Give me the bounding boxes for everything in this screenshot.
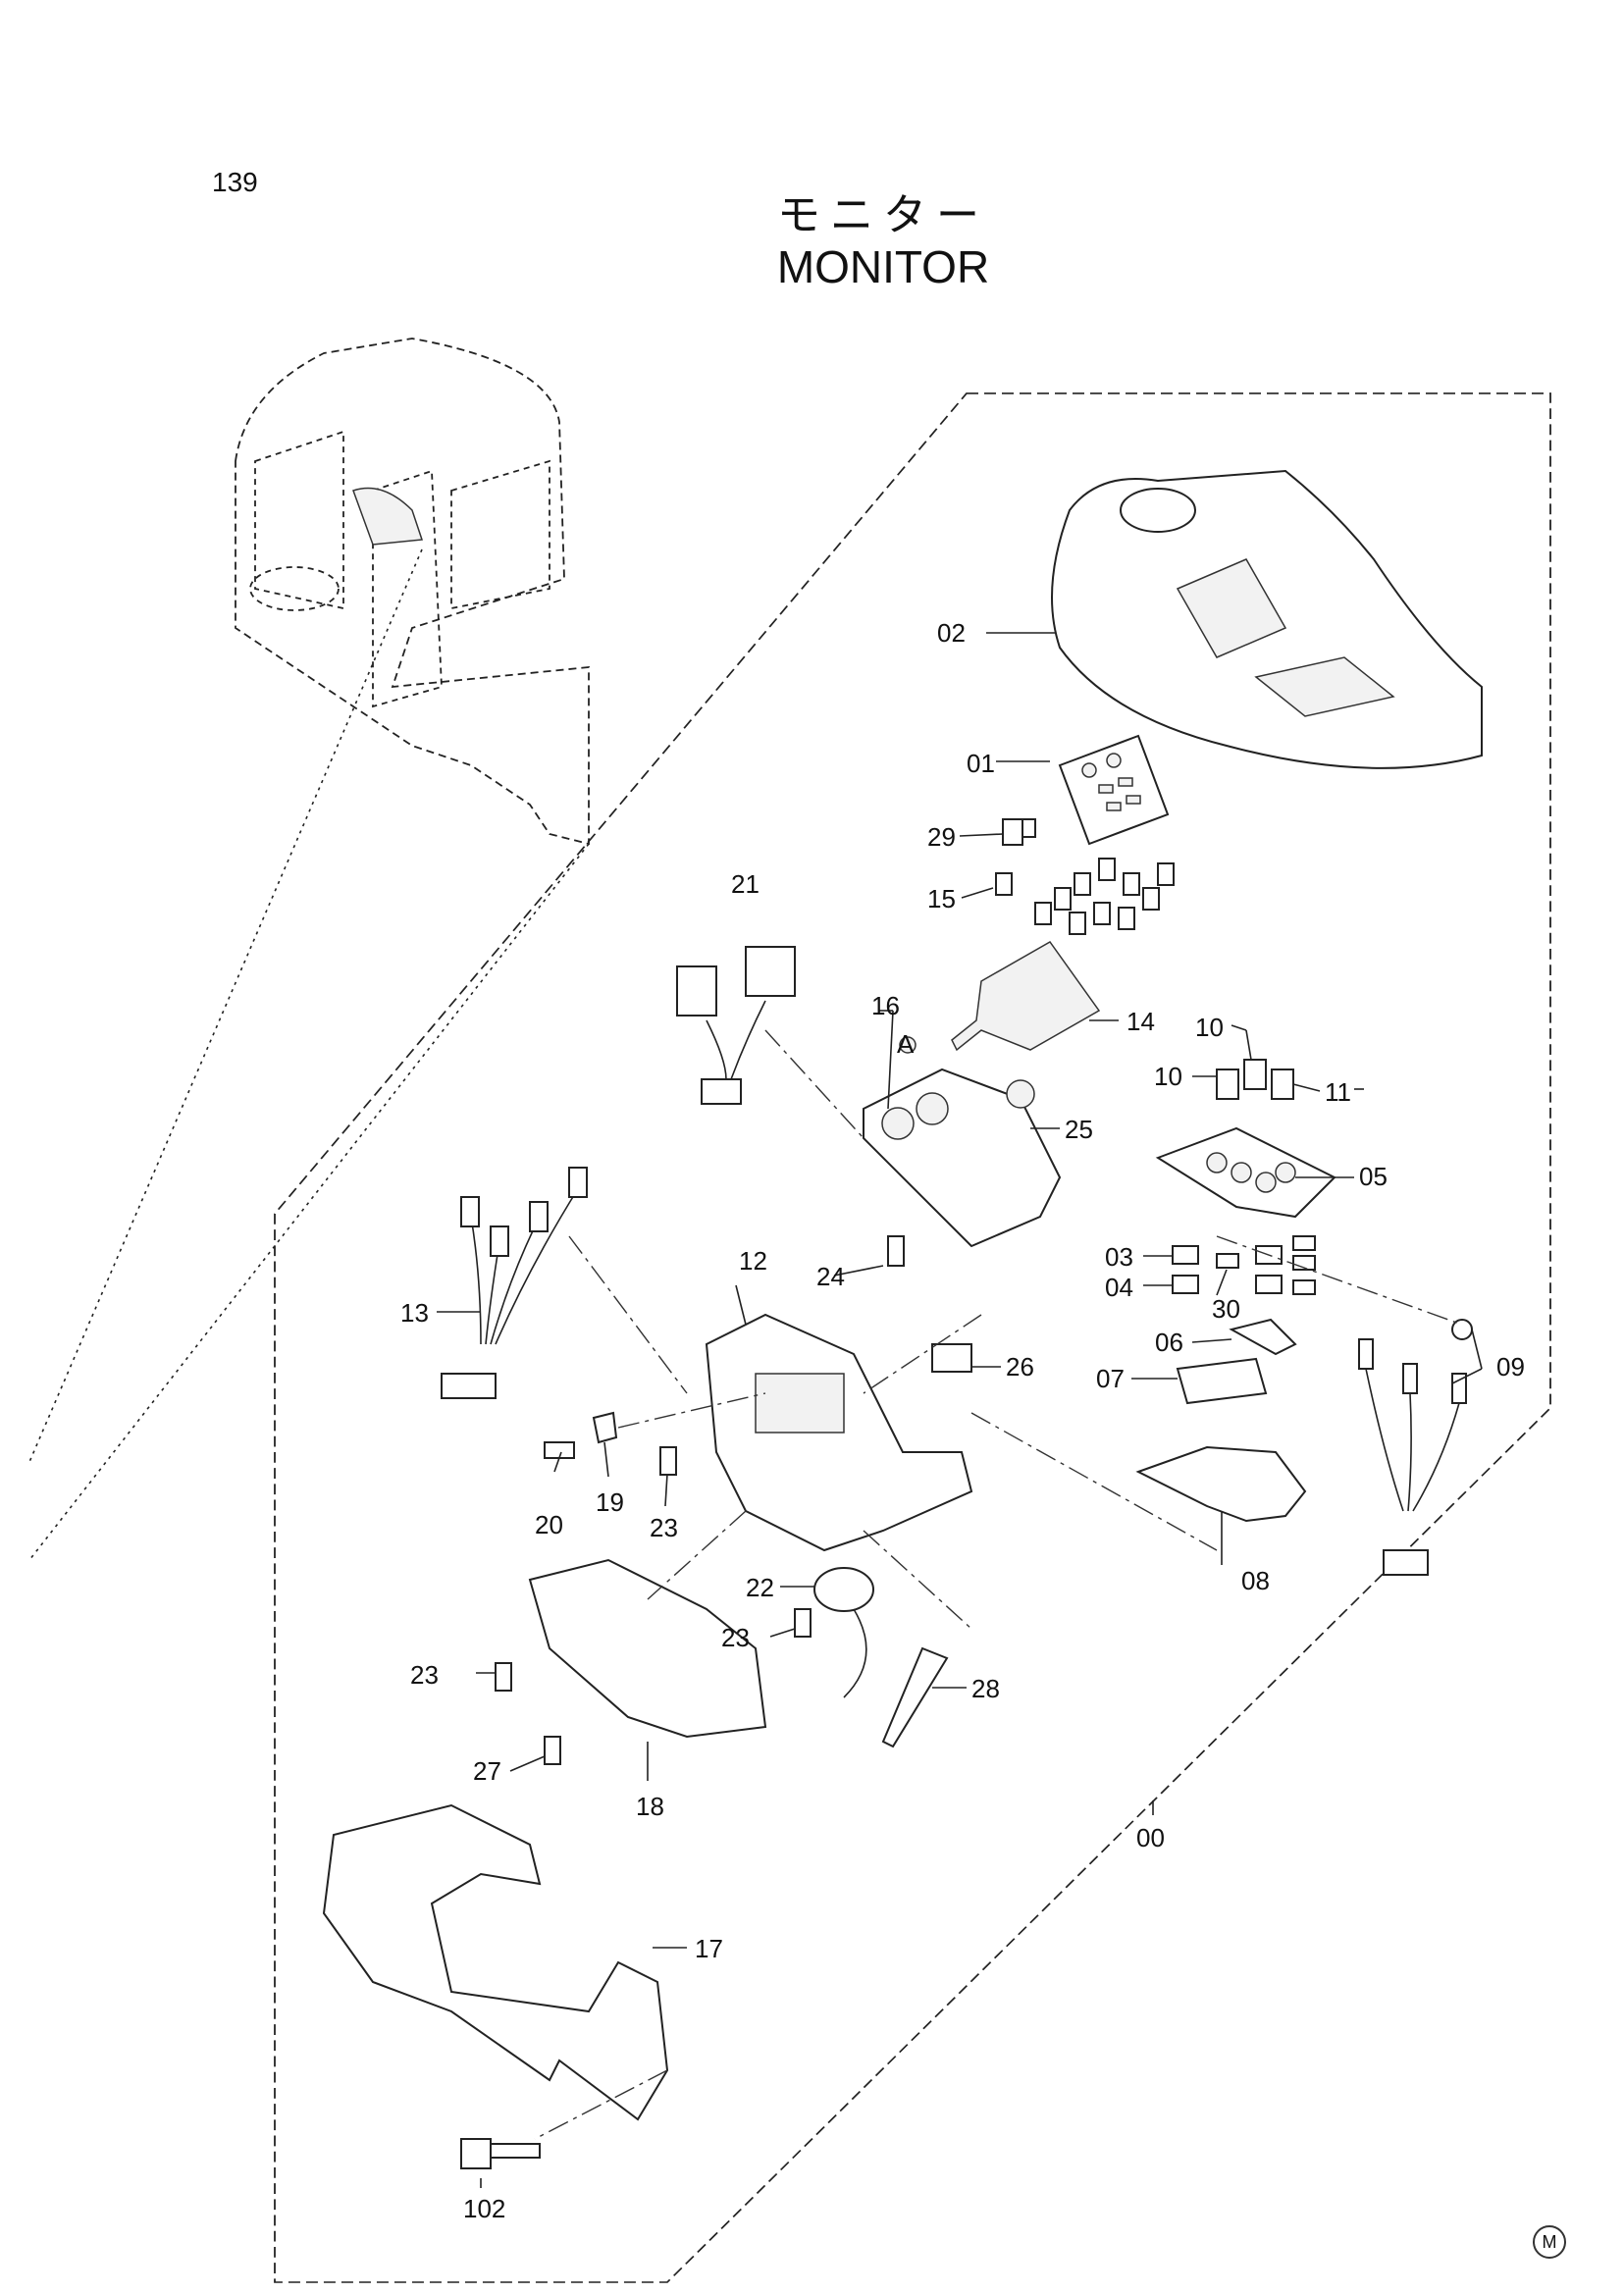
callout-18: 18 (636, 1792, 664, 1821)
lower-right-parts (1135, 1318, 1307, 1523)
screws (460, 818, 1023, 2169)
callout-24: 24 (816, 1262, 845, 1291)
callout-03: 03 (1105, 1242, 1133, 1272)
callout-29: 29 (927, 822, 956, 852)
circuit-sheet-part (951, 941, 1101, 1052)
callout-20: 20 (535, 1510, 563, 1539)
circuit-board-part (863, 1036, 1062, 1248)
callout-00: 00 (1136, 1823, 1165, 1852)
callout-27: 27 (473, 1756, 501, 1786)
callout-labels: 00 01 02 03 04 05 06 07 08 09 10 10 11 1… (400, 618, 1525, 2223)
callout-12: 12 (739, 1246, 767, 1276)
callout-06: 06 (1155, 1328, 1183, 1357)
title-english: MONITOR (776, 241, 990, 292)
bottom-cover-part (528, 1558, 767, 1739)
callout-08: 08 (1241, 1566, 1270, 1595)
knobs-part (1216, 1059, 1294, 1100)
buzzer-wire (843, 1608, 867, 1698)
clip-19-part (592, 1411, 618, 1444)
callout-19: 19 (596, 1487, 624, 1517)
callout-16: 16 (871, 991, 900, 1020)
callout-102: 102 (463, 2194, 505, 2223)
callout-11: 11 (1325, 1077, 1351, 1107)
corner-mark: M (1533, 2225, 1566, 2259)
callout-09: 09 (1496, 1352, 1525, 1382)
callout-10: 10 (1154, 1062, 1182, 1091)
callout-26: 26 (1006, 1352, 1034, 1382)
caps-part (1172, 1235, 1316, 1295)
callout-21: 21 (731, 869, 760, 899)
cab-illustration (28, 338, 590, 1561)
callout-13: 13 (400, 1298, 429, 1328)
title-japanese: モニター (777, 190, 989, 240)
harness-21-part (676, 946, 796, 1105)
callout-07: 07 (1096, 1364, 1125, 1393)
callout-28: 28 (971, 1674, 1000, 1703)
callout-17: 17 (695, 1934, 723, 1963)
assembly-boundary (274, 392, 1551, 2283)
connector-26-part (931, 1343, 972, 1373)
bulbs-part (995, 858, 1175, 935)
console-cover-part (1051, 469, 1483, 769)
bracket-part (322, 1803, 669, 2121)
callout-23-left: 23 (410, 1660, 439, 1690)
harness-13-part (441, 1167, 588, 1399)
callout-15: 15 (927, 884, 956, 913)
callout-30: 30 (1212, 1294, 1240, 1324)
buzzer-part (813, 1567, 874, 1612)
page-number: 139 (212, 167, 258, 197)
switch-panel-part (1155, 1126, 1336, 1219)
keypad-part (1010, 734, 1170, 846)
callout-22: 22 (746, 1573, 774, 1602)
callout-02: 02 (937, 618, 966, 648)
callout-A: A (897, 1029, 915, 1059)
callout-14: 14 (1126, 1007, 1155, 1036)
harness-09-part (1358, 1319, 1473, 1576)
tie-28-part (881, 1646, 949, 1748)
callout-04: 04 (1105, 1273, 1133, 1302)
callout-23-right: 23 (721, 1623, 750, 1652)
callout-10-top: 10 (1195, 1013, 1224, 1042)
callout-25: 25 (1065, 1115, 1093, 1144)
callout-01: 01 (967, 749, 995, 778)
callout-05: 05 (1359, 1162, 1388, 1191)
callout-23-mid: 23 (650, 1513, 678, 1542)
leader-lines (437, 632, 1483, 2188)
monitor-case-part (705, 1313, 973, 1552)
assembly-lines (534, 1029, 1463, 2140)
